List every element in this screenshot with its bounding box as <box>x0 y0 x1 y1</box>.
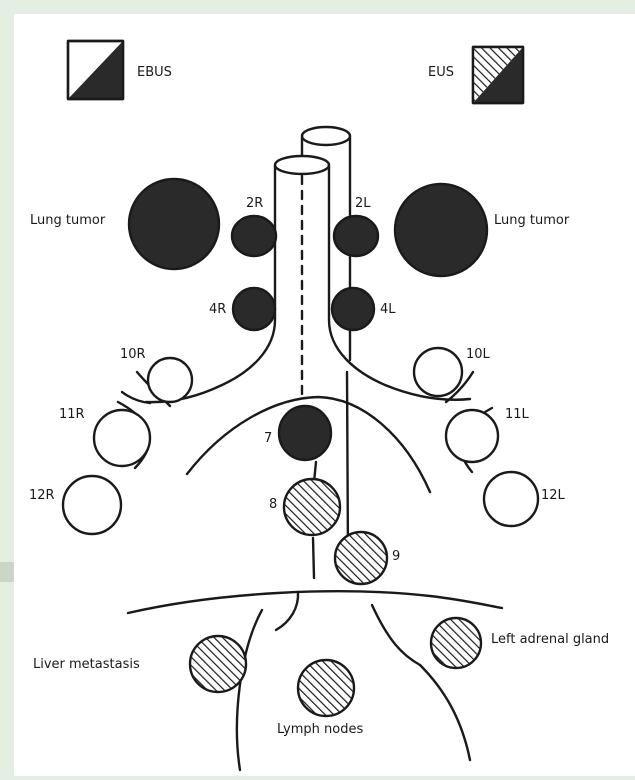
connector-8-down <box>313 538 314 578</box>
label-10R: 10R <box>120 347 146 362</box>
label-4R: 4R <box>209 302 226 317</box>
side-strip <box>0 562 14 582</box>
label-11L: 11L <box>505 407 530 422</box>
lung-tumor-left-label: Lung tumor <box>30 213 106 228</box>
label-12L: 12L <box>541 488 566 503</box>
node-2R <box>232 216 276 256</box>
node-12L <box>484 472 538 526</box>
node-7 <box>279 406 331 460</box>
lung-tumor-left-mass <box>395 184 487 276</box>
adrenal-gland-node <box>431 618 481 668</box>
trachea-top <box>275 156 329 174</box>
label-12R: 12R <box>29 488 55 503</box>
label-2R: 2R <box>246 196 263 211</box>
lung-tumor-right-label: Lung tumor <box>494 213 570 228</box>
node-4L <box>332 288 374 330</box>
node-11L <box>446 410 498 462</box>
legend-eus <box>473 47 523 103</box>
node-12R <box>63 476 121 534</box>
esophagus-top <box>302 127 350 145</box>
lymph-nodes-node <box>298 660 354 716</box>
lymph-nodes-label: Lymph nodes <box>277 722 363 737</box>
label-11R: 11R <box>59 407 85 422</box>
label-4L: 4L <box>380 302 396 317</box>
label-7: 7 <box>264 431 272 446</box>
node-8 <box>284 479 340 535</box>
eus-label: EUS <box>428 65 454 80</box>
label-2L: 2L <box>355 196 371 211</box>
liver-metastasis-label: Liver metastasis <box>33 657 140 672</box>
legend-ebus <box>68 41 123 99</box>
node-10R <box>148 358 192 402</box>
node-2L <box>334 216 378 256</box>
label-8: 8 <box>269 497 277 512</box>
liver-metastasis-node <box>190 636 246 692</box>
label-9: 9 <box>392 549 400 564</box>
node-9 <box>335 532 387 584</box>
esophagus-lower <box>347 372 348 560</box>
lung-tumor-right-mass <box>129 179 219 269</box>
node-10L <box>414 348 462 396</box>
left-adrenal-gland-label: Left adrenal gland <box>491 632 609 647</box>
node-11R <box>94 410 150 466</box>
label-10L: 10L <box>466 347 491 362</box>
ebus-label: EBUS <box>137 65 172 80</box>
node-4R <box>233 288 275 330</box>
